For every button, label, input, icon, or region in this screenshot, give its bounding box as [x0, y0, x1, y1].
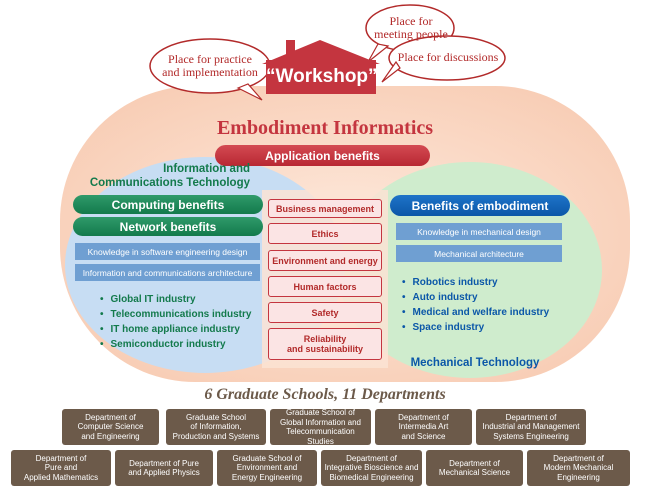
dept-intermedia-art: Department of Intermedia Art and Science — [375, 409, 472, 445]
center-safety: Safety — [268, 302, 382, 323]
center-reliability: Reliability and sustainability — [268, 328, 382, 360]
bubble-meeting-tail — [367, 43, 390, 63]
dept-integrative-bioscience: Department of Integrative Bioscience and… — [321, 450, 422, 486]
ict-industry-item: Telecommunications industry — [100, 307, 252, 322]
mech-industry-item: Space industry — [402, 320, 549, 335]
mech-industry-item: Robotics industry — [402, 275, 549, 290]
bubble-meeting: Place for meeting people — [374, 14, 448, 41]
mechanical-heading: Mechanical Technology — [410, 357, 540, 369]
mech-industry-item: Auto industry — [402, 290, 549, 305]
dept-industrial-management: Department of Industrial and Management … — [476, 409, 586, 445]
ict-industries-list: Global IT industry Telecommunications in… — [100, 292, 252, 352]
computing-benefits-pill: Computing benefits — [73, 195, 263, 214]
benefits-embodiment-pill: Benefits of embodiment — [390, 195, 570, 216]
dept-environment-energy: Graduate School of Environment and Energ… — [217, 450, 317, 486]
center-human-factors: Human factors — [268, 276, 382, 297]
workshop-label: “Workshop” — [266, 66, 378, 87]
center-ethics: Ethics — [268, 223, 382, 244]
bubble-discussions-shape — [388, 35, 506, 81]
ict-industry-item: Semiconductor industry — [100, 337, 251, 352]
schools-title: 6 Graduate Schools, 11 Departments — [204, 386, 446, 403]
dept-mechanical-science: Department of Mechanical Science — [426, 450, 523, 486]
mech-industry-item: Medical and welfare industry — [402, 305, 550, 320]
dept-pure-applied-math: Department of Pure and Applied Mathemati… — [11, 450, 111, 486]
ict-industry-item: Global IT industry — [100, 292, 251, 307]
house-roof — [262, 40, 380, 64]
ict-architecture-box: Information and communications architect… — [75, 264, 260, 281]
page-title: Embodiment Informatics — [216, 117, 434, 139]
house-chimney — [286, 40, 295, 56]
house-body — [266, 60, 376, 94]
mechanical-design-box: Knowledge in mechanical design — [396, 223, 562, 240]
mechanical-architecture-box: Mechanical architecture — [396, 245, 562, 262]
ict-industry-item: IT home appliance industry — [100, 322, 251, 337]
dept-global-information: Graduate School of Global Information an… — [270, 408, 371, 446]
dept-information-production: Graduate School of Information, Producti… — [166, 409, 266, 445]
mech-industries-list: Robotics industry Auto industry Medical … — [402, 275, 550, 335]
center-environment-energy: Environment and energy — [268, 250, 382, 271]
ict-heading: Information and Communications Technolog… — [89, 163, 250, 189]
dept-modern-mechanical: Department of Modern Mechanical Engineer… — [527, 450, 630, 486]
dept-computer-science: Department of Computer Science and Engin… — [62, 409, 159, 445]
bubble-practice: Place for practice and implementation — [162, 52, 258, 79]
bubble-practice-tail — [236, 83, 263, 101]
center-business-management: Business management — [268, 199, 382, 218]
bubble-discussions: Place for discussions — [397, 50, 499, 64]
software-design-box: Knowledge in software engineering design — [75, 243, 260, 260]
application-benefits-pill: Application benefits — [215, 145, 430, 166]
dept-pure-applied-physics: Department of Pure and Applied Physics — [115, 450, 213, 486]
bubble-discussions-tail — [381, 60, 401, 83]
network-benefits-pill: Network benefits — [73, 217, 263, 236]
